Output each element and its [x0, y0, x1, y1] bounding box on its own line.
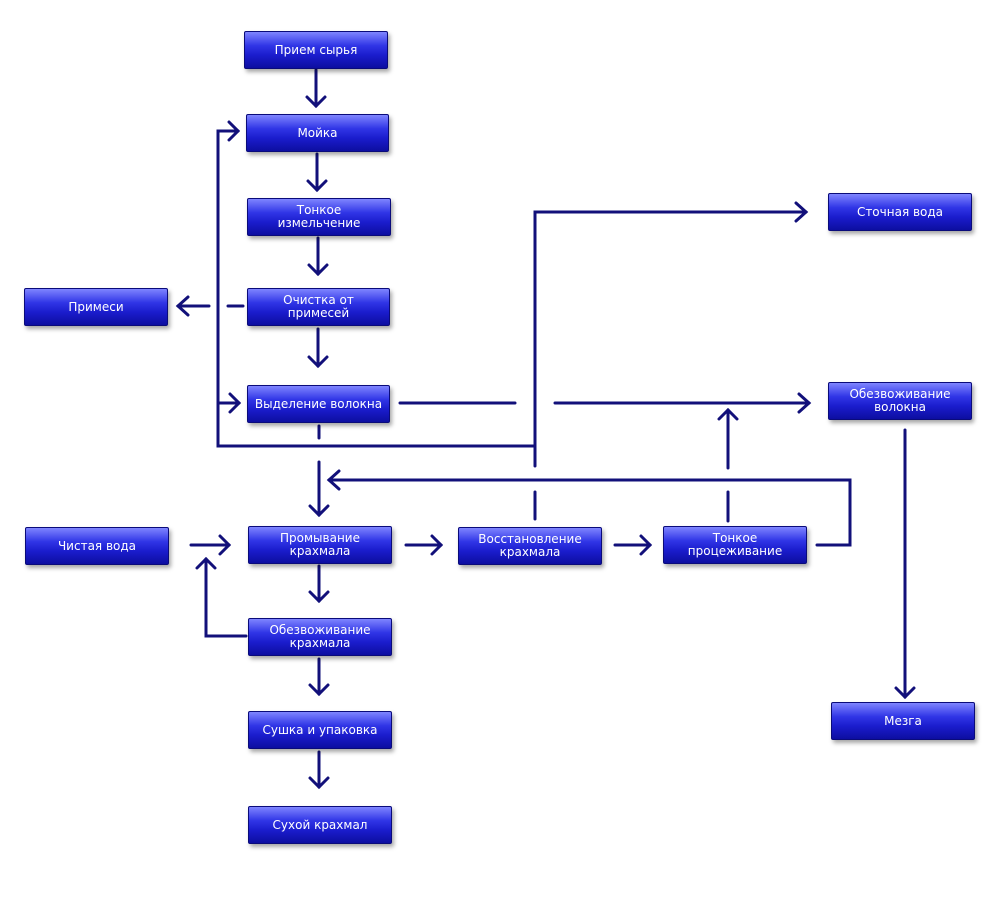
- node-label: Мезга: [884, 713, 922, 728]
- node-label-line2: крахмала: [289, 544, 351, 558]
- arrow-to-promyvanie: [308, 424, 330, 518]
- node-sushka-upakovka: Сушка и упаковка: [248, 711, 392, 749]
- node-chistaya-voda: Чистая вода: [25, 527, 169, 565]
- node-label-line2: крахмала: [289, 636, 351, 650]
- node-label: Тонкое процеживание: [687, 531, 783, 558]
- arrow-obezvozhivanie-back-to-promyvanie: [195, 556, 248, 638]
- arrow-obezvozhivanie-volokna-to-mezga: [894, 428, 916, 700]
- node-priem-syrya: Прием сырья: [244, 31, 388, 69]
- arrow-sushka-to-suhoy: [308, 750, 330, 790]
- node-label: Очистка от примесей: [283, 293, 354, 320]
- node-label-line1: Обезвоживание: [849, 387, 951, 401]
- arrow-vydelenie-to-obezvozhivanie-volokna: [398, 392, 812, 414]
- node-label: Тонкое измельчение: [277, 203, 361, 230]
- node-mezga: Мезга: [831, 702, 975, 740]
- node-label-line1: Восстановление: [478, 532, 582, 546]
- node-label: Примеси: [68, 299, 124, 314]
- node-label: Чистая вода: [57, 538, 137, 553]
- node-tonkoe-procezhivanie: Тонкое процеживание: [663, 526, 807, 564]
- node-stochnaya-voda: Сточная вода: [828, 193, 972, 231]
- node-tonkoe-izmelchenie: Тонкое измельчение: [247, 198, 391, 236]
- node-label-line2: волокна: [874, 400, 926, 414]
- arrow-ochistka-to-primesi: [175, 295, 245, 317]
- node-label: Прием сырья: [274, 42, 358, 57]
- arrow-moyka-to-izmelchenie: [306, 152, 328, 193]
- node-primesi: Примеси: [24, 288, 168, 326]
- arrow-chistaya-to-promyvanie: [189, 534, 232, 556]
- node-suhoy-krahmal: Сухой крахмал: [248, 806, 392, 844]
- arrow-to-stochnaya-voda: [533, 201, 809, 521]
- node-label: Мойка: [297, 125, 338, 140]
- arrow-promyvanie-to-vosstanovlenie: [404, 534, 444, 556]
- arrow-priem-to-moyka: [305, 68, 327, 109]
- arrow-obezvozhivanie-to-sushka: [308, 657, 330, 697]
- node-moyka: Мойка: [246, 114, 389, 152]
- node-label-line1: Промывание: [280, 531, 360, 545]
- node-label: Сушка и упаковка: [262, 722, 378, 737]
- arrow-promyvanie-to-obezvozhivanie: [308, 564, 330, 604]
- arrow-izmelchenie-to-ochistka: [307, 236, 329, 277]
- node-label-line2: крахмала: [499, 545, 561, 559]
- arrow-ochistka-to-vydelenie: [307, 327, 329, 369]
- node-ochistka: Очистка от примесей: [247, 288, 390, 326]
- recycle-loop-to-moyka: [216, 120, 537, 448]
- arrow-vosstanovlenie-to-procezhivanie: [613, 534, 653, 556]
- node-label: Сухой крахмал: [272, 817, 368, 832]
- node-vydelenie-volokna: Выделение волокна: [247, 385, 390, 423]
- node-label-line1: Обезвоживание: [269, 623, 371, 637]
- return-loop-to-promyvanie: [326, 469, 852, 547]
- node-label: Выделение волокна: [254, 396, 383, 411]
- arrow-procezhivanie-to-fiber-line: [717, 407, 739, 523]
- node-label: Сточная вода: [856, 204, 944, 219]
